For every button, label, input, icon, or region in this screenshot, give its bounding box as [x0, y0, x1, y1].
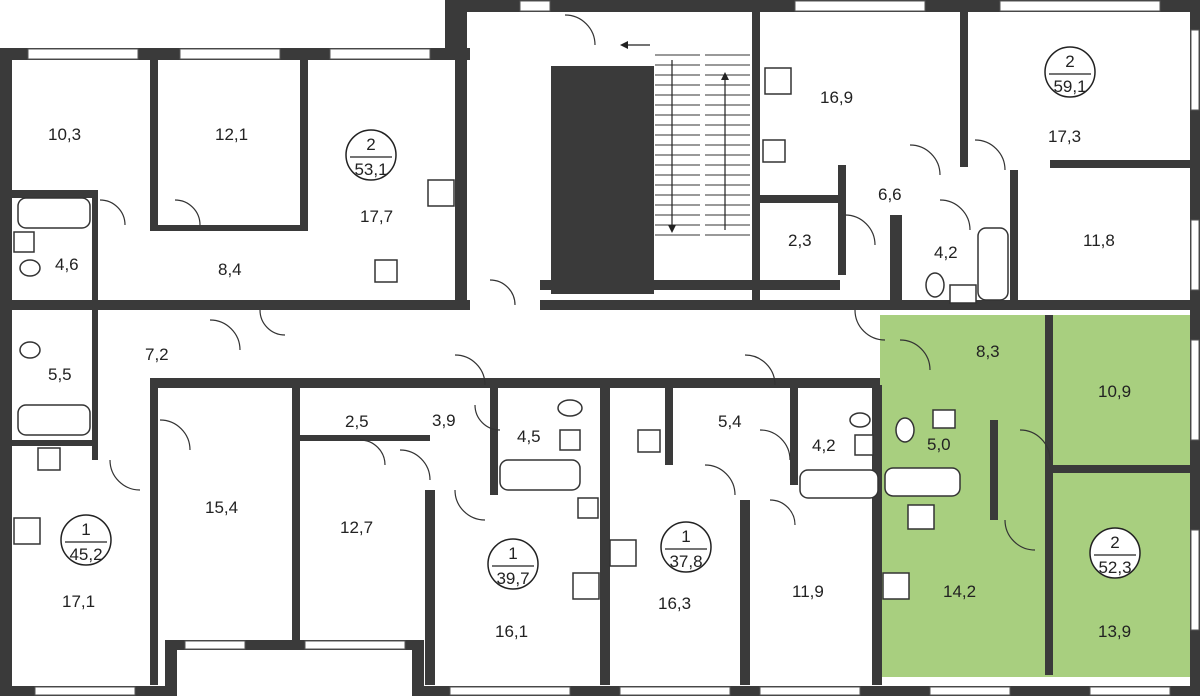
apartment-badge[interactable]: 2 52,3: [1089, 527, 1141, 579]
sinks: [13, 139, 977, 530]
room-area: 16,1: [495, 622, 528, 641]
room-area: 16,3: [658, 594, 691, 613]
room-area: 4,2: [812, 436, 836, 455]
room-area: 5,5: [48, 365, 72, 384]
room-area: 4,6: [55, 255, 79, 274]
room-area: 12,1: [215, 125, 248, 144]
apartment-rooms: 1: [508, 544, 517, 563]
room-area: 5,0: [927, 435, 951, 454]
room-area: 17,7: [360, 207, 393, 226]
room-area: 5,4: [718, 412, 742, 431]
apartment-rooms: 1: [681, 527, 690, 546]
apartment-badge[interactable]: 2 59,1: [1044, 46, 1096, 98]
room-area: 16,9: [820, 88, 853, 107]
apartment-rooms: 2: [366, 135, 375, 154]
room-area: 11,8: [1083, 231, 1115, 250]
apartment-area: 52,3: [1098, 558, 1131, 577]
room-area: 13,9: [1098, 622, 1131, 641]
apartment-area: 37,8: [669, 552, 702, 571]
room-area: 15,4: [205, 498, 238, 517]
room-labels: 10,3 12,1 17,7 4,6 8,4 16,9 17,3 6,6 2,3…: [48, 88, 1131, 641]
doors: [99, 14, 1051, 551]
apartment-badge[interactable]: 1 39,7: [487, 538, 539, 590]
stairs: [655, 54, 750, 236]
apartment-area: 39,7: [496, 569, 529, 588]
room-area: 3,9: [432, 411, 456, 430]
room-area: 10,3: [48, 125, 81, 144]
apartment-area: 45,2: [69, 545, 102, 564]
room-area: 8,4: [218, 260, 242, 279]
bathtubs: [17, 197, 1009, 499]
toilets: [19, 259, 945, 443]
elevator-shafts: [569, 84, 636, 266]
room-area: 7,2: [145, 345, 169, 364]
room-area: 2,5: [345, 412, 369, 431]
room-area: 6,6: [878, 185, 902, 204]
apartment-badge[interactable]: 1 45,2: [60, 514, 112, 566]
stair-arrows: [620, 41, 729, 233]
room-area: 17,3: [1048, 127, 1081, 146]
apartment-area: 53,1: [354, 160, 387, 179]
apartment-rooms: 1: [81, 520, 90, 539]
room-area: 4,5: [517, 427, 541, 446]
room-area: 2,3: [788, 231, 812, 250]
windows: [27, 0, 1200, 696]
apartment-rooms: 2: [1065, 52, 1074, 71]
stoves: [13, 67, 910, 600]
room-area: 4,2: [934, 243, 958, 262]
apartment-badges: 2 53,1 2 59,1 1 45,2 1 39,7 1 37,8: [60, 46, 1141, 590]
apartment-badge[interactable]: 1 37,8: [660, 521, 712, 573]
room-area: 14,2: [943, 582, 976, 601]
apartment-area: 59,1: [1053, 77, 1086, 96]
room-area: 10,9: [1098, 382, 1131, 401]
room-area: 8,3: [976, 342, 1000, 361]
room-area: 17,1: [62, 592, 95, 611]
apartment-rooms: 2: [1110, 533, 1119, 552]
room-area: 12,7: [340, 518, 373, 537]
room-area: 11,9: [792, 582, 824, 601]
apartment-badge[interactable]: 2 53,1: [345, 129, 397, 181]
